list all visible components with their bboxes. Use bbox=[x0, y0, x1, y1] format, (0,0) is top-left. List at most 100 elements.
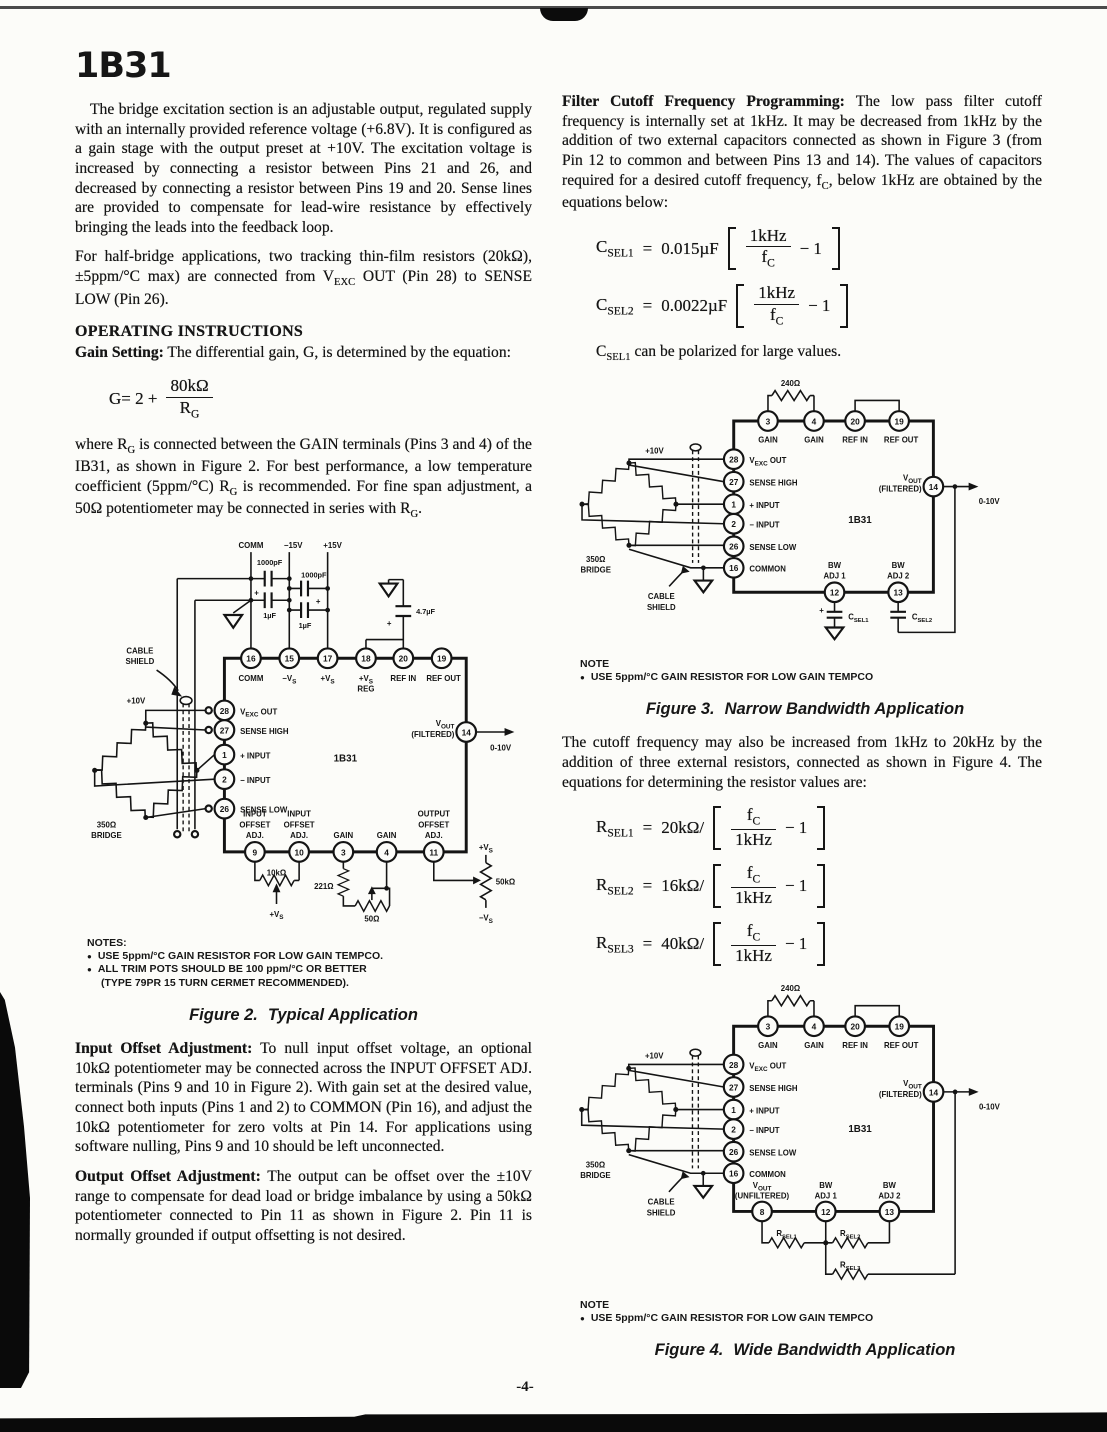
paragraph-filter-cutoff: Filter Cutoff Frequency Programming: The… bbox=[562, 93, 1042, 212]
pin-label: SENSE HIGH bbox=[240, 727, 289, 736]
bracket bbox=[817, 921, 826, 966]
pin-label: BW bbox=[883, 1181, 897, 1190]
supply-label: +VS bbox=[479, 843, 493, 854]
figure3: 240Ω 1B31 3 4 20 19 GAIN GAIN REF IN REF… bbox=[568, 375, 1042, 720]
note-line: ALL TRIM POTS SHOULD BE 100 ppm/°C OR BE… bbox=[97, 963, 367, 976]
resistor-label: 50kΩ bbox=[496, 877, 515, 886]
bracket bbox=[713, 864, 722, 908]
pin-number: 1 bbox=[731, 1105, 736, 1115]
supply-label: +15V bbox=[323, 541, 342, 550]
pin-label: COMMON bbox=[749, 1170, 786, 1179]
cable-shield-label: CABLE bbox=[126, 646, 153, 655]
bridge-label: BRIDGE bbox=[91, 831, 122, 840]
pin-number: 12 bbox=[821, 1207, 831, 1217]
pin-label: ADJ. bbox=[425, 831, 443, 840]
figure2: COMM −15V +15V 1000pF + 1µF 1000pF + 1µF bbox=[75, 532, 532, 1025]
pin-label: BW bbox=[892, 561, 906, 570]
pin-label: GAIN bbox=[804, 435, 824, 444]
pin-label: OFFSET bbox=[284, 820, 315, 829]
pin-number: 3 bbox=[341, 847, 346, 857]
pin-number: 3 bbox=[766, 1021, 771, 1031]
pin-label: BW bbox=[828, 561, 842, 570]
pin-number: 28 bbox=[729, 1060, 739, 1070]
pin-label: GAIN bbox=[758, 435, 778, 444]
pin-label: ADJ. bbox=[290, 831, 308, 840]
pin-number: 13 bbox=[885, 1207, 895, 1217]
pin-label: REF OUT bbox=[426, 674, 461, 683]
capacitor-label: 1µF bbox=[299, 621, 312, 630]
pin-number: 28 bbox=[729, 454, 739, 464]
pin-number: 10 bbox=[294, 847, 304, 857]
pin-label: (FILTERED) bbox=[411, 730, 454, 739]
pin-number: 8 bbox=[760, 1207, 765, 1217]
pin-number: 4 bbox=[812, 416, 817, 426]
chip-label: 1B31 bbox=[334, 753, 358, 764]
chip-label: 1B31 bbox=[848, 515, 872, 526]
pin-label: ADJ 2 bbox=[887, 571, 910, 580]
pin-number: 27 bbox=[729, 477, 739, 487]
paragraph-half-bridge: For half-bridge applications, two tracki… bbox=[75, 248, 532, 308]
pin-number: 15 bbox=[285, 653, 295, 663]
figure4: 240Ω 1B31 3 4 20 19 GAIN GAIN REF IN REF… bbox=[568, 980, 1042, 1361]
pin-label: VOUT bbox=[753, 1181, 772, 1192]
polarity-plus: + bbox=[254, 588, 259, 597]
bracket bbox=[736, 284, 745, 329]
resistor-label: 221Ω bbox=[314, 882, 333, 891]
bracket bbox=[831, 226, 840, 271]
paragraph-output-offset: Output Offset Adjustment: The output can… bbox=[75, 1168, 532, 1244]
supply-label: −VS bbox=[479, 913, 493, 924]
pin-label: BW bbox=[819, 1181, 833, 1190]
bracket bbox=[817, 864, 826, 908]
paragraph-bridge-excitation: The bridge excitation section is an adju… bbox=[75, 101, 532, 236]
bullet-icon: ● bbox=[87, 965, 92, 975]
pin-label: REF IN bbox=[842, 1041, 868, 1050]
pin-label: GAIN bbox=[334, 831, 354, 840]
pin-label: −VS bbox=[282, 674, 296, 685]
pin-label: VOUT bbox=[436, 719, 455, 730]
chip-label: 1B31 bbox=[848, 1124, 872, 1135]
pin-label: SENSE HIGH bbox=[749, 478, 798, 487]
pin-label: REF IN bbox=[842, 435, 868, 444]
pin-label: (FILTERED) bbox=[879, 484, 922, 493]
pin-label: VOUT bbox=[903, 1079, 922, 1090]
pin-number: 20 bbox=[850, 416, 860, 426]
pin-label: GAIN bbox=[377, 831, 397, 840]
figure4-schematic: 240Ω 1B31 3 4 20 19 GAIN GAIN REF IN REF… bbox=[578, 984, 1001, 1280]
figure3-note: NOTE ●USE 5ppm/°C GAIN RESISTOR FOR LOW … bbox=[580, 658, 1042, 685]
pin-label: − INPUT bbox=[240, 776, 271, 785]
pin-number: 4 bbox=[384, 847, 389, 857]
bridge-label: BRIDGE bbox=[581, 565, 611, 574]
pin-label: GAIN bbox=[804, 1041, 824, 1050]
top-rule bbox=[0, 6, 1107, 9]
pin-number: 3 bbox=[766, 416, 771, 426]
bridge-label: 350Ω bbox=[97, 820, 116, 829]
scan-artifact-left bbox=[0, 992, 30, 1388]
pin-label: OFFSET bbox=[239, 820, 270, 829]
pin-number: 16 bbox=[729, 563, 739, 573]
pin-number: 26 bbox=[220, 804, 230, 814]
pin-label: REF OUT bbox=[884, 1041, 919, 1050]
pin-number: 16 bbox=[729, 1168, 739, 1178]
figure4-caption: Figure 4.Wide Bandwidth Application bbox=[654, 1341, 956, 1360]
pin-number: 26 bbox=[729, 541, 739, 551]
pin-label: COMM bbox=[239, 674, 264, 683]
output-range-label: 0-10V bbox=[979, 1102, 1001, 1111]
paragraph-input-offset: Input Offset Adjustment: To null input o… bbox=[75, 1040, 532, 1156]
paragraph-cutoff-increase: The cutoff frequency may also be increas… bbox=[562, 734, 1042, 791]
pin-number: 14 bbox=[929, 482, 939, 492]
pin-number: 19 bbox=[437, 653, 447, 663]
resistor-label: 50Ω bbox=[364, 914, 379, 923]
cable-shield-label: SHIELD bbox=[125, 657, 154, 666]
pin-label: OUTPUT bbox=[418, 809, 451, 818]
pin-label: REF OUT bbox=[884, 435, 919, 444]
binding-mark bbox=[540, 8, 588, 21]
cable-shield-label: CABLE bbox=[648, 1197, 675, 1206]
pin-label: + INPUT bbox=[749, 1106, 779, 1115]
paragraph-where-rg: where RG is connected between the GAIN t… bbox=[75, 435, 533, 521]
excitation-label: +10V bbox=[127, 696, 146, 705]
pin-label: (FILTERED) bbox=[879, 1090, 922, 1099]
capacitor-label: 4.7µF bbox=[416, 607, 435, 616]
pin-label: SENSE LOW bbox=[240, 805, 288, 814]
pin-label: INPUT bbox=[243, 809, 267, 818]
